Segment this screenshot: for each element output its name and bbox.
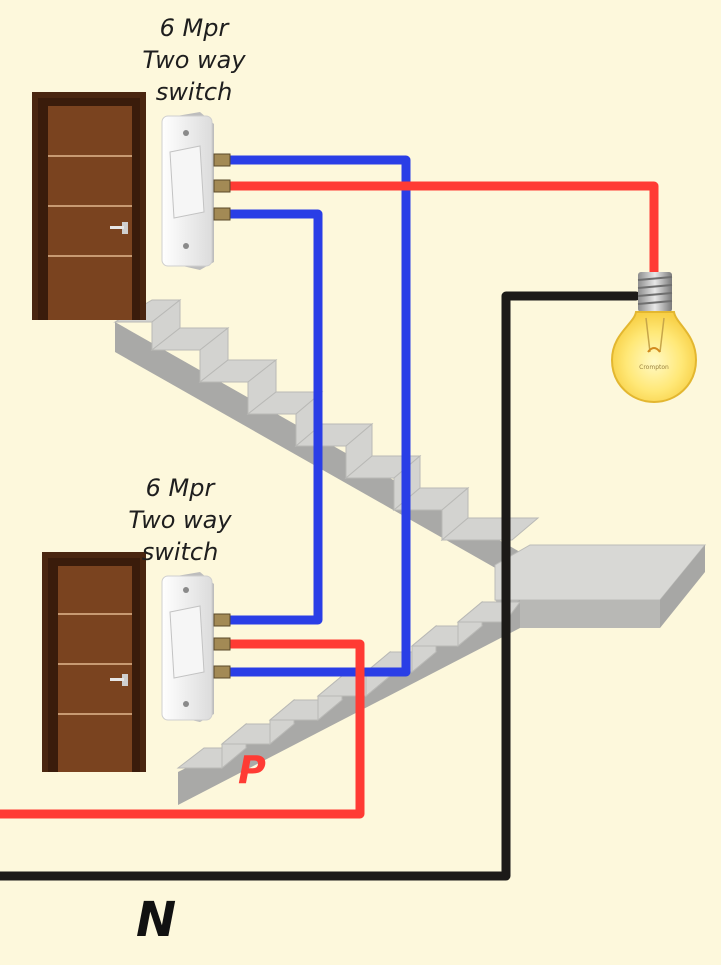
top-switch-label-line1: 6 Mpr bbox=[159, 14, 229, 42]
bottom-switch-label-line2: Two way bbox=[128, 506, 232, 534]
bottom-switch-label-line3: switch bbox=[141, 538, 219, 566]
staircase-icon bbox=[113, 298, 707, 805]
traveler-wire-2 bbox=[225, 209, 323, 625]
top-switch-label-line3: switch bbox=[155, 78, 233, 106]
bulb-icon: Crompton bbox=[610, 272, 698, 404]
top-switch-label-line2: Two way bbox=[142, 46, 246, 74]
switch-icon bbox=[161, 572, 231, 722]
phase-label: P bbox=[238, 748, 266, 792]
bulb-brand: Crompton bbox=[639, 364, 669, 371]
door-icon bbox=[42, 552, 146, 772]
neutral-wire bbox=[0, 291, 641, 881]
switch-icon bbox=[161, 112, 231, 270]
switched-phase-wire bbox=[225, 181, 659, 283]
bottom-switch-label-line1: 6 Mpr bbox=[145, 474, 215, 502]
top-switch-label: 6 Mpr Two way switch bbox=[114, 12, 274, 108]
phase-wire bbox=[0, 639, 365, 819]
wires bbox=[0, 155, 659, 881]
door-icon bbox=[32, 92, 146, 320]
neutral-label: N bbox=[136, 892, 177, 948]
traveler-wire-1 bbox=[225, 155, 411, 677]
bottom-switch-label: 6 Mpr Two way switch bbox=[100, 472, 260, 568]
